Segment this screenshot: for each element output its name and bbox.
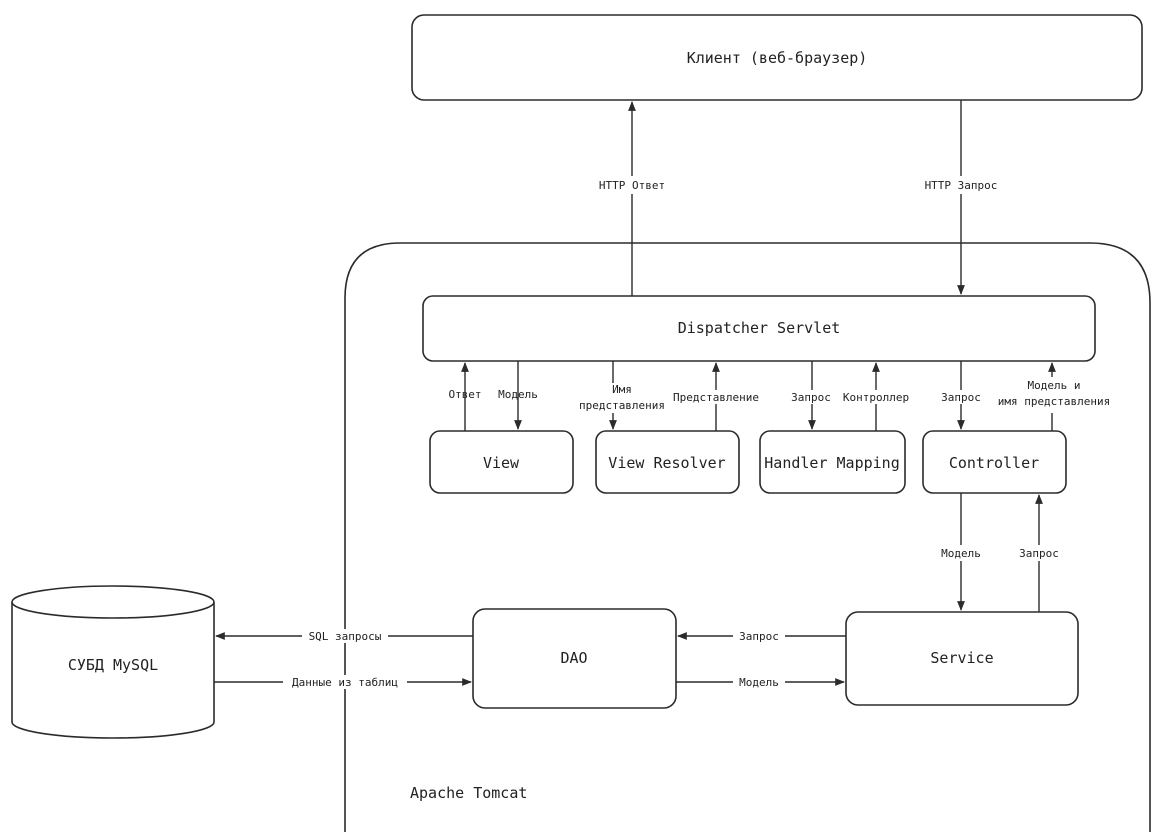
tomcat-container-label: Apache Tomcat xyxy=(410,784,527,802)
view-label: View xyxy=(483,454,520,472)
handler-mapping-box xyxy=(759,430,906,494)
ctrl-model-view-label-line2: имя представления xyxy=(998,395,1111,408)
service-label: Service xyxy=(930,649,993,667)
ctrl-model-view-label-line1: Модель и xyxy=(1028,379,1081,392)
view-box xyxy=(429,430,574,494)
mysql-database-cylinder xyxy=(11,585,215,739)
dispatcher-servlet-label: Dispatcher Servlet xyxy=(678,319,841,337)
dao-box xyxy=(472,608,677,709)
service-model-label: Модель xyxy=(941,547,981,560)
http-request-label: HTTP Запрос xyxy=(925,179,998,192)
view-response-label: Ответ xyxy=(448,388,481,401)
dao-request-label: Запрос xyxy=(739,630,779,643)
ctrl-request-label: Запрос xyxy=(941,391,981,404)
service-request-label: Запрос xyxy=(1019,547,1059,560)
view-model-label: Модель xyxy=(498,388,538,401)
view-resolver-label: View Resolver xyxy=(608,454,725,472)
mysql-database-label: СУБД MySQL xyxy=(68,656,158,674)
sql-queries-label: SQL запросы xyxy=(309,630,382,643)
dispatcher-servlet-box xyxy=(422,295,1096,362)
handler-mapping-label: Handler Mapping xyxy=(764,454,899,472)
hm-request-label: Запрос xyxy=(791,391,831,404)
hm-controller-label: Контроллер xyxy=(843,391,909,404)
client-box xyxy=(411,14,1143,101)
view-name-label-line1: Имя xyxy=(612,383,632,396)
table-data-label: Данные из таблиц xyxy=(292,676,398,689)
controller-label: Controller xyxy=(949,454,1039,472)
view-resolver-box xyxy=(595,430,740,494)
view-resolved-label: Представление xyxy=(673,391,759,404)
tomcat-container-frame xyxy=(344,242,1151,832)
client-label: Клиент (веб-браузер) xyxy=(687,49,868,67)
dao-model-label: Модель xyxy=(739,676,779,689)
controller-box xyxy=(922,430,1067,494)
view-name-label-line2: представления xyxy=(579,399,665,412)
service-box xyxy=(845,611,1079,706)
http-response-label: HTTP Ответ xyxy=(599,179,665,192)
dao-label: DAO xyxy=(560,649,587,667)
